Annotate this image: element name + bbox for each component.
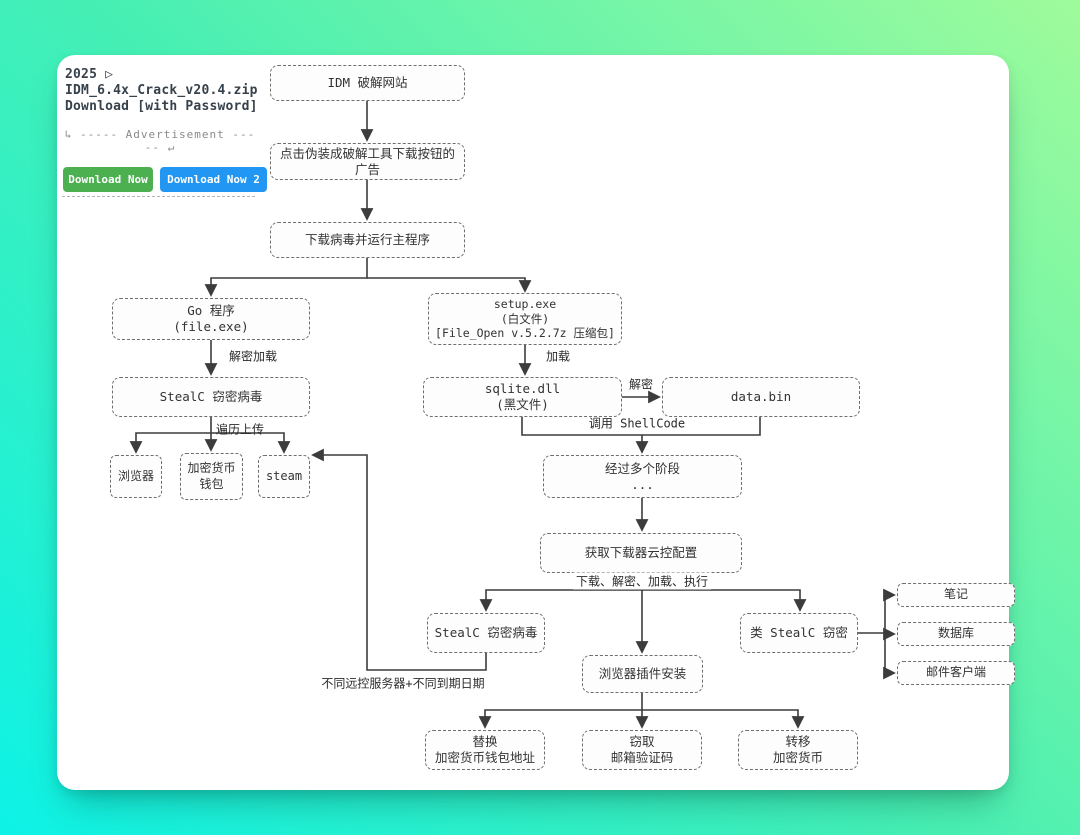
- node-stealc-virus-2: StealC 窃密病毒: [427, 613, 545, 653]
- node-notes: 笔记: [897, 583, 1015, 607]
- node-go-program: Go 程序 (file.exe): [112, 298, 310, 340]
- node-crypto-wallet: 加密货币 钱包: [180, 453, 243, 500]
- node-sqlite-dll: sqlite.dll (黑文件): [423, 377, 622, 417]
- node-mail-client: 邮件客户端: [897, 661, 1015, 685]
- node-browser-plugin: 浏览器插件安装: [582, 655, 703, 693]
- edge-label-traverse-upload: 遍历上传: [215, 422, 265, 437]
- flowchart-stage: 2025 ▷ IDM_6.4x_Crack_v20.4.zip Download…: [57, 55, 1015, 790]
- advertisement-label: ↳ ----- Advertisement ----- ↵: [64, 128, 256, 154]
- node-data-bin: data.bin: [662, 377, 860, 417]
- node-steam: steam: [258, 455, 310, 498]
- node-database: 数据库: [897, 622, 1015, 646]
- node-replace-wallet-address: 替换 加密货币钱包地址: [425, 730, 545, 770]
- node-run-main-program: 下载病毒并运行主程序: [270, 222, 465, 258]
- ad-divider: [62, 196, 255, 197]
- content-card: 2025 ▷ IDM_6.4x_Crack_v20.4.zip Download…: [57, 55, 1015, 790]
- node-transfer-crypto: 转移 加密货币: [738, 730, 858, 770]
- node-idm-crack-site: IDM 破解网站: [270, 65, 465, 101]
- edge-label-load: 加载: [545, 349, 571, 364]
- edge-label-decrypt: 解密: [628, 377, 654, 392]
- edge-label-different-c2: 不同远控服务器+不同到期日期: [321, 676, 485, 691]
- node-steal-email-code: 窃取 邮箱验证码: [582, 730, 702, 770]
- edge-label-call-shellcode: 调用 ShellCode: [588, 416, 686, 431]
- node-setup-exe: setup.exe (白文件) [File_Open v.5.2.7z 压缩包]: [428, 293, 622, 345]
- download-now-button[interactable]: Download Now: [63, 167, 153, 192]
- flow-connectors: [129, 101, 896, 729]
- node-stealc-virus-1: StealC 窃密病毒: [112, 377, 310, 417]
- download-now-2-button[interactable]: Download Now 2: [160, 167, 267, 192]
- node-fake-ad-click: 点击伪装成破解工具下载按钮的广告: [270, 143, 465, 180]
- node-multiple-stages: 经过多个阶段 ...: [543, 455, 742, 498]
- node-cloud-config: 获取下载器云控配置: [540, 533, 742, 573]
- page-title: 2025 ▷ IDM_6.4x_Crack_v20.4.zip Download…: [65, 67, 258, 114]
- node-browser: 浏览器: [110, 455, 162, 498]
- edge-label-pipeline: 下载、解密、加载、执行: [572, 572, 712, 590]
- node-stealc-like: 类 StealC 窃密: [740, 613, 858, 653]
- edge-label-decrypt-load: 解密加载: [228, 349, 278, 364]
